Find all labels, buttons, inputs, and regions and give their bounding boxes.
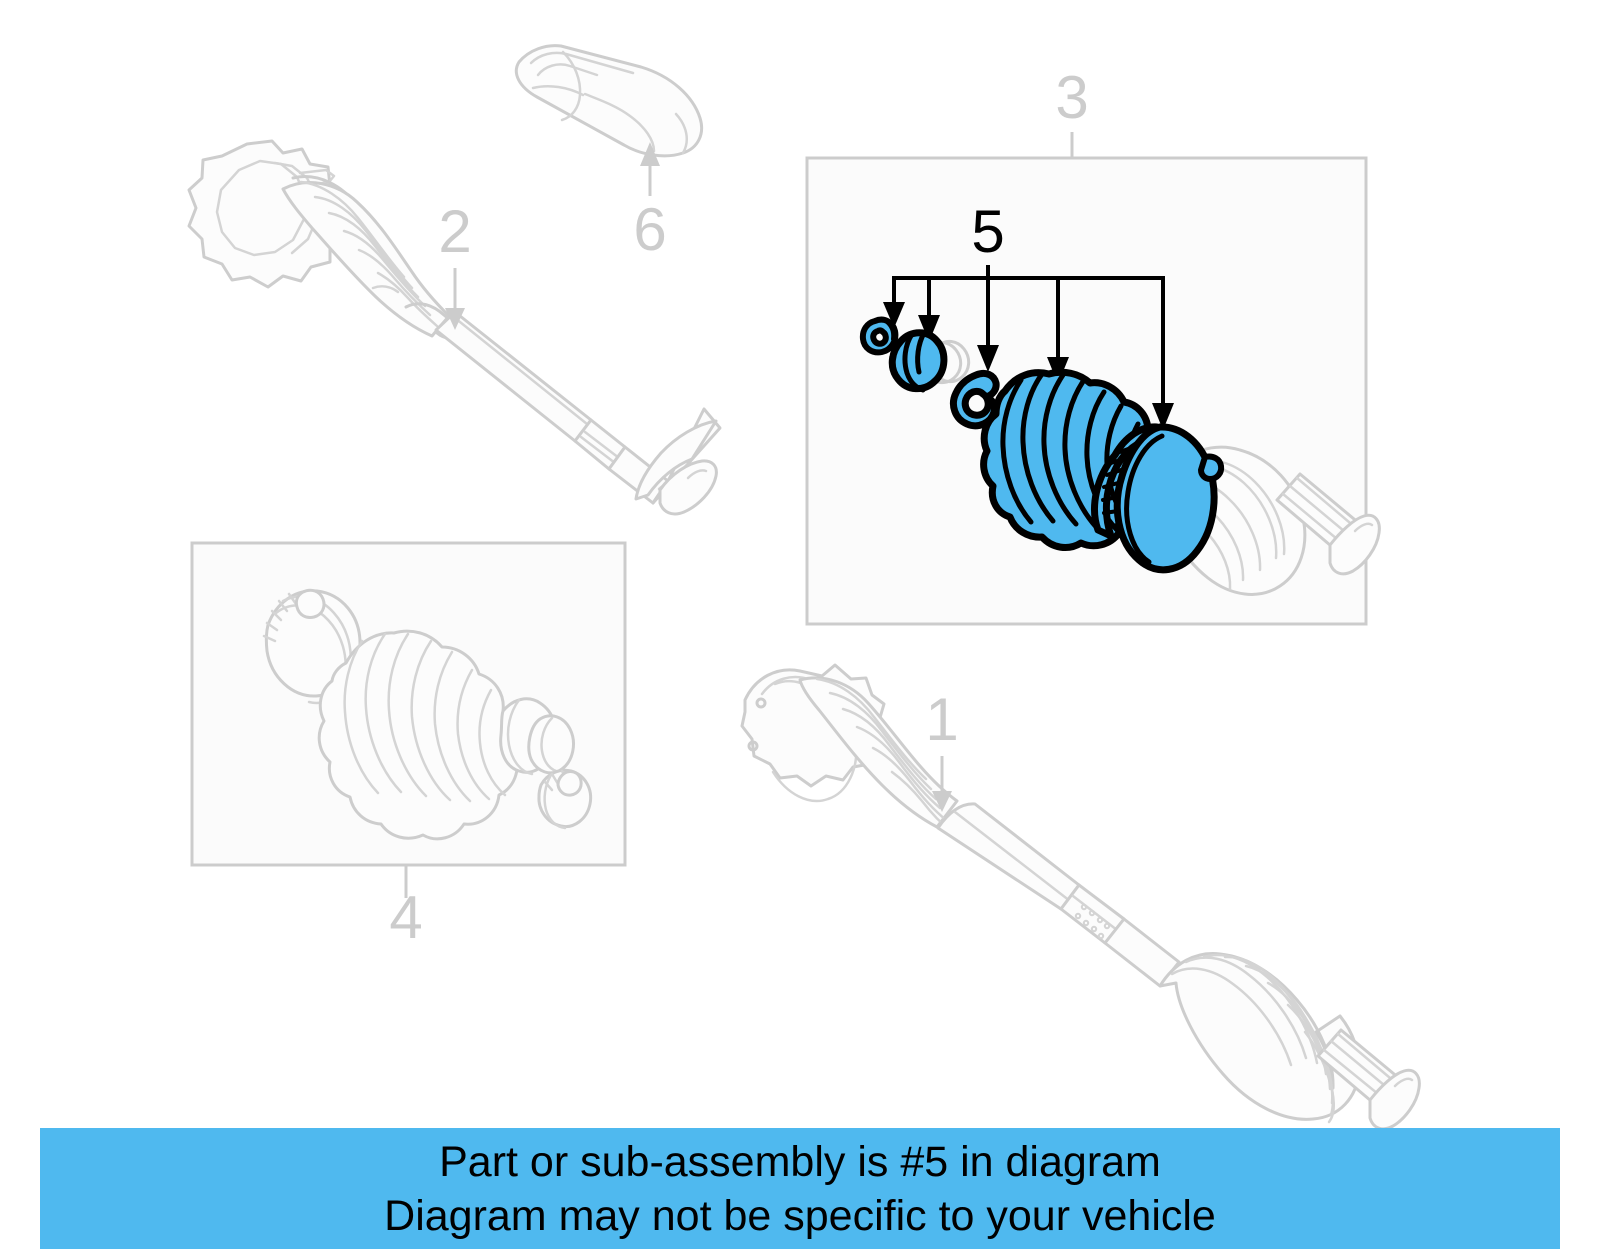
highlighted-part-clamp-ring	[888, 329, 948, 393]
ghost-part-axle-lower-right	[740, 663, 1421, 1131]
callout-6: 6	[633, 142, 667, 263]
ghost-part-axle-upper-left	[187, 139, 722, 516]
notice-banner: Part or sub-assembly is #5 in diagram Di…	[40, 1128, 1560, 1249]
callout-1: 1	[925, 686, 959, 812]
notice-banner-line-2: Diagram may not be specific to your vehi…	[384, 1191, 1216, 1240]
callout-1-number: 1	[925, 686, 958, 753]
notice-banner-line-1: Part or sub-assembly is #5 in diagram	[439, 1137, 1161, 1186]
highlighted-part-cover-cap	[1091, 423, 1225, 574]
callout-6-number: 6	[633, 196, 666, 263]
ghost-part-inner-boot-kit	[262, 588, 593, 841]
callout-5-bracket: 5	[883, 198, 1174, 430]
callout-5-number: 5	[971, 198, 1004, 265]
callout-2-number: 2	[438, 198, 471, 265]
group-box-4-number: 4	[389, 884, 422, 951]
highlighted-part-small-clamp-ring	[859, 316, 899, 356]
ghost-part-wedge	[514, 44, 704, 158]
group-box-3-number: 3	[1055, 64, 1088, 131]
callout-2: 2	[438, 198, 472, 330]
